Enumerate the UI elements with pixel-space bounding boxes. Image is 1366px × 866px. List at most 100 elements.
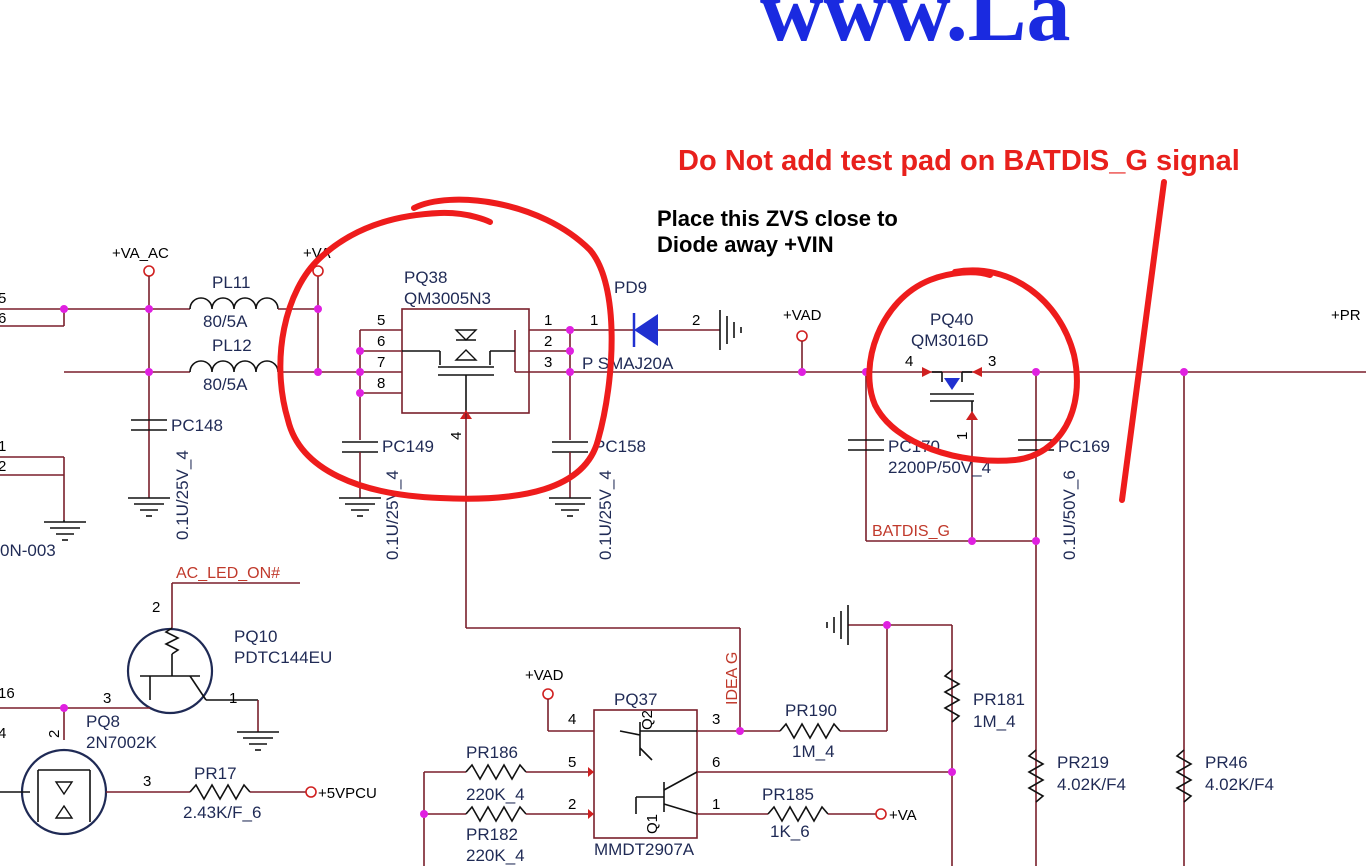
pl12-value: 80/5A	[203, 375, 248, 394]
pq37-pin-6: 6	[712, 754, 720, 771]
ground-symbol	[44, 520, 86, 541]
pc158-value: 0.1U/25V_4	[596, 470, 615, 560]
pq8-pin-3: 3	[143, 773, 151, 790]
pr219-value: 4.02K/F4	[1057, 775, 1126, 794]
ground-symbol	[549, 497, 591, 517]
pd9-pin-2: 2	[692, 312, 700, 329]
pq8-internal	[0, 769, 91, 822]
pq37-pin-1: 1	[712, 796, 720, 813]
pc149-capacitor	[342, 441, 378, 498]
pc170-ref: PC170	[888, 437, 940, 456]
net-batdis-g: BATDIS_G	[872, 523, 950, 540]
pq38-right-pins	[514, 329, 600, 440]
pq8-pin-2: 2	[46, 730, 63, 738]
pq37-pin-2: 2	[568, 796, 576, 813]
pq38-pin-1: 1	[544, 312, 552, 329]
ground-symbol	[128, 497, 170, 517]
pr182-value: 220K_4	[466, 846, 525, 865]
pq37-q2-symbol: Q2	[619, 710, 697, 761]
pr182-ref: PR182	[466, 825, 518, 844]
pq37-transistor-body	[593, 709, 698, 839]
pq10-internal	[140, 627, 258, 701]
ground-symbol	[826, 605, 849, 645]
connector-part-number: 0N-003	[0, 541, 56, 560]
pc170-capacitor	[848, 439, 884, 451]
pc149-value: 0.1U/25V_4	[383, 470, 402, 560]
pr219-ref: PR219	[1057, 753, 1109, 772]
pq38-pin-8: 8	[377, 375, 385, 392]
pq37-ref: PQ37	[614, 690, 657, 709]
pq38-value: QM3005N3	[404, 289, 491, 308]
pl12-ref: PL12	[212, 336, 252, 355]
red-circle-pq40	[866, 267, 1080, 464]
pc169-ref: PC169	[1058, 437, 1110, 456]
net-va-right-port	[875, 808, 887, 820]
pq38-mosfet-symbol	[402, 329, 515, 413]
pc148-ref: PC148	[171, 416, 223, 435]
pq37-q1-label: Q1	[644, 814, 661, 834]
pq10-ref: PQ10	[234, 627, 277, 646]
junction-dots	[60, 305, 1188, 818]
pr181-value: 1M_4	[973, 712, 1016, 731]
pq37-value: MMDT2907A	[594, 840, 695, 859]
pq40-mosfet	[922, 367, 982, 420]
pr181-ref: PR181	[973, 690, 1025, 709]
net-va-ac-port	[143, 265, 155, 277]
net-va-port	[312, 265, 324, 277]
pr182-resistor	[465, 805, 527, 823]
pr185-value: 1K_6	[770, 822, 810, 841]
pc148-value: 0.1U/25V_4	[173, 450, 192, 540]
pr186-ref: PR186	[466, 743, 518, 762]
pq10-value: PDTC144EU	[234, 648, 332, 667]
pc148-capacitor	[131, 419, 167, 431]
net-vad-bottom: +VAD	[525, 667, 564, 684]
net-va-right: +VA	[889, 807, 917, 824]
left-input-wires: 5 6 1 2 0N-003	[0, 290, 190, 560]
pl12-inductor	[189, 360, 279, 373]
net-pr-partial: +PR	[1331, 307, 1361, 324]
pq8-value: 2N7002K	[86, 733, 158, 752]
pd9-tvs-diode	[600, 313, 720, 347]
pr185-resistor	[767, 805, 829, 823]
pq38-pin-4: 4	[448, 432, 465, 440]
left-pin-2: 2	[0, 458, 6, 475]
pr219-resistor	[1027, 749, 1045, 803]
pr17-ref: PR17	[194, 764, 237, 783]
pr46-ref: PR46	[1205, 753, 1248, 772]
pq40-pin-3: 3	[988, 353, 996, 370]
pl11-value: 80/5A	[203, 312, 248, 331]
pq8-ref: PQ8	[86, 712, 120, 731]
pq8-mosfet-body	[20, 748, 108, 836]
left-pin-1: 1	[0, 438, 6, 455]
pq38-pin-5: 5	[377, 312, 385, 329]
pl11-ref: PL11	[212, 273, 250, 292]
pr185-ref: PR185	[762, 785, 814, 804]
red-circle-pq38	[277, 196, 615, 502]
pq38-ref: PQ38	[404, 268, 447, 287]
note-no-test-pad: Do Not add test pad on BATDIS_G signal	[678, 145, 1240, 177]
net-5vpcu: +5VPCU	[318, 785, 377, 802]
ground-symbol	[237, 731, 279, 751]
pq40-pin-1: 1	[954, 432, 971, 440]
pr190-value: 1M_4	[792, 742, 835, 761]
net-vad-bottom-port	[542, 688, 554, 700]
pq37-q2-label: Q2	[639, 710, 656, 730]
net-vad-port	[796, 330, 808, 342]
banner-watermark: www.La	[760, 0, 1071, 60]
pq40-value: QM3016D	[911, 331, 988, 350]
note-zvs-line1: Place this ZVS close to	[657, 206, 898, 231]
net-ac-led-on: AC_LED_ON#	[176, 565, 280, 582]
pq10-pin-3: 3	[103, 690, 111, 707]
ground-symbol	[719, 310, 742, 350]
pq10-pin-1: 1	[229, 690, 237, 707]
pq38-pin-2: 2	[544, 333, 552, 350]
ground-symbol	[339, 497, 381, 517]
pr17-resistor	[189, 783, 251, 801]
pq37-pin-4: 4	[568, 711, 576, 728]
pr181-resistor	[943, 669, 961, 723]
pq37-pin-3: 3	[712, 711, 720, 728]
pq37-q1-symbol: Q1	[635, 771, 698, 834]
pr46-resistor	[1175, 749, 1193, 803]
pc149-ref: PC149	[382, 437, 434, 456]
